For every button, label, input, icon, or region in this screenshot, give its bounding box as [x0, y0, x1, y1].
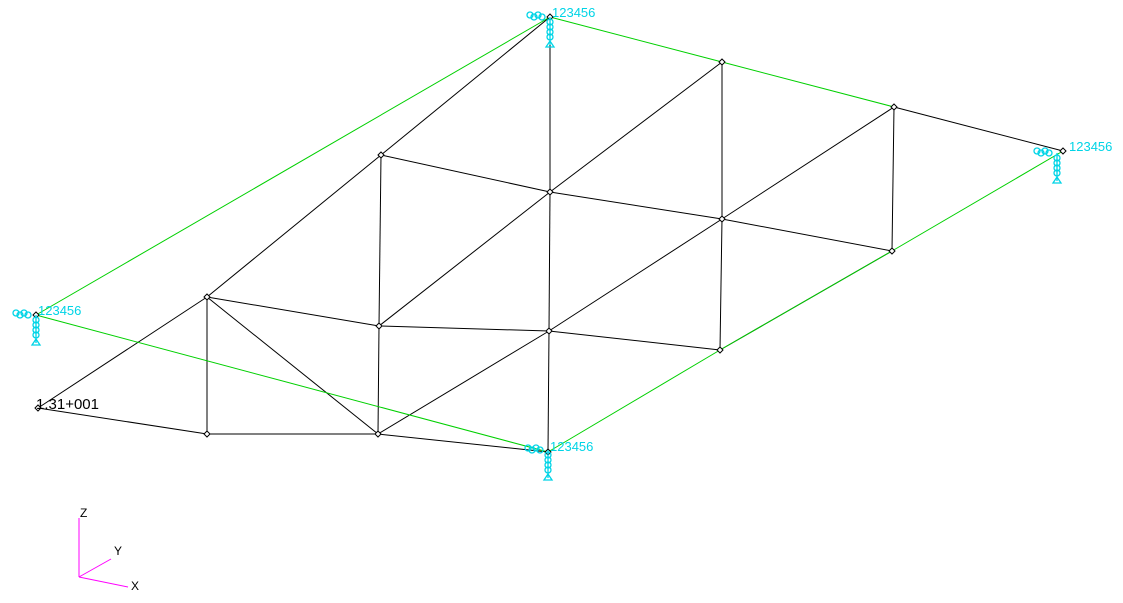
mesh-edge [377, 325, 380, 435]
mesh-node[interactable] [546, 188, 554, 196]
constraint-label-top: 123456 [552, 5, 595, 20]
mesh-edge [548, 191, 551, 332]
constraint-label-right: 123456 [1069, 139, 1112, 154]
mesh-edge [378, 154, 382, 327]
mesh-edge [891, 106, 895, 252]
boundary-edge [721, 61, 895, 108]
mesh-edge [721, 106, 895, 220]
constraint-symbol-top [526, 11, 556, 48]
constraint-symbol-bottom [524, 444, 554, 481]
mesh-node[interactable] [718, 215, 726, 223]
mesh-edge [721, 218, 893, 252]
value-label: 1.31+001 [36, 396, 99, 413]
mesh-edge [206, 154, 382, 298]
boundary-edge [35, 16, 551, 316]
constraint-label-bottom: 123456 [550, 439, 593, 454]
boundary-edge [549, 16, 723, 63]
mesh-node[interactable] [890, 103, 898, 111]
mesh-edge [206, 296, 380, 327]
constraint-symbol-right [1033, 147, 1063, 184]
constraint-symbol-left [12, 309, 42, 346]
mesh-node[interactable] [716, 346, 724, 354]
x-axis-label: X [131, 579, 139, 593]
mesh-edge [549, 61, 723, 193]
mesh-node[interactable] [545, 327, 553, 335]
mesh-edge [380, 154, 551, 193]
mesh-edge [378, 191, 551, 327]
mesh-edge [377, 433, 549, 453]
mesh-node[interactable] [718, 58, 726, 66]
mesh-edge [548, 218, 723, 332]
mesh-node[interactable] [1059, 147, 1067, 155]
x-axis [78, 576, 129, 588]
mesh-edge [549, 191, 723, 220]
y-axis-label: Y [114, 544, 122, 558]
coordinate-triad: Z Y X [78, 506, 139, 593]
mesh-edge [377, 330, 550, 435]
mesh-edge [380, 16, 551, 156]
mesh-edge [206, 296, 379, 435]
mesh-node[interactable] [377, 151, 385, 159]
constraint-label-left: 123456 [38, 303, 81, 318]
mesh-edge [37, 407, 208, 435]
mesh-node[interactable] [375, 322, 383, 330]
mesh-edge [378, 325, 550, 332]
mesh-edge [719, 218, 723, 351]
mesh-node[interactable] [374, 430, 382, 438]
z-axis-label: Z [80, 506, 87, 520]
mesh-edge [547, 330, 550, 453]
boundary-edge [35, 314, 549, 453]
mesh-node[interactable] [203, 293, 211, 301]
mesh-node[interactable] [203, 430, 211, 438]
mesh-edge [893, 106, 1064, 152]
mesh-node[interactable] [34, 404, 42, 412]
y-axis [78, 558, 112, 578]
boundary-edge [547, 349, 721, 453]
mesh-edge [37, 296, 208, 409]
mesh-edge [548, 330, 721, 351]
boundary-edge [719, 250, 893, 351]
mesh-node[interactable] [888, 247, 896, 255]
boundary-edge [891, 150, 1064, 252]
